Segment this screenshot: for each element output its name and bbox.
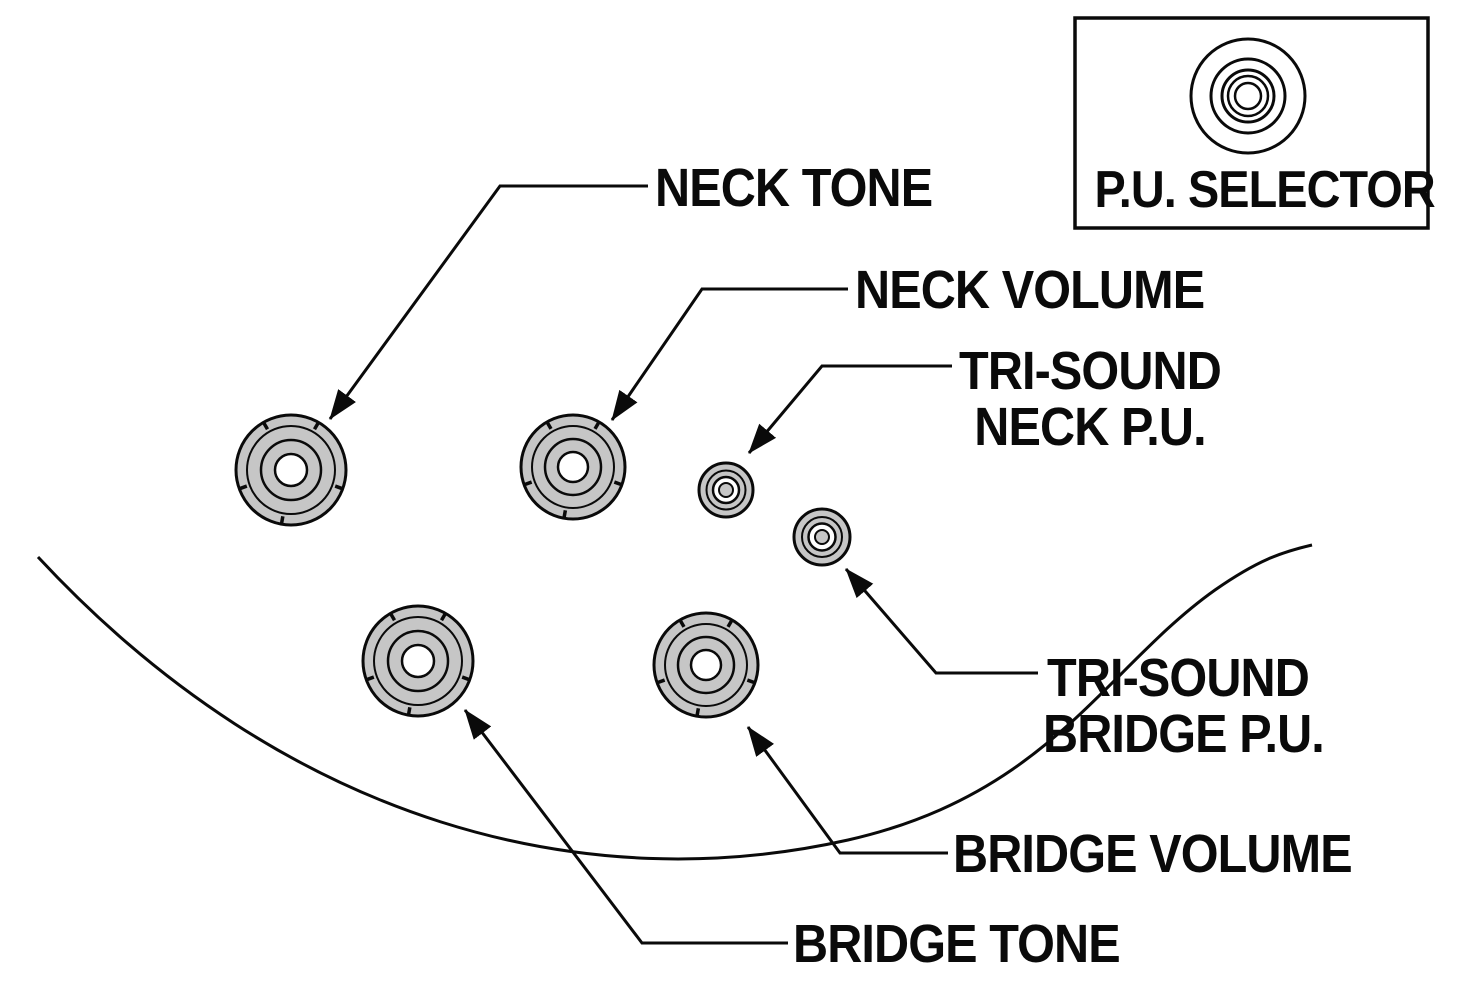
bridge-tone-leader-arrow bbox=[463, 709, 788, 945]
tri-sound-neck-leader-arrow bbox=[747, 364, 952, 454]
guitar-body-outline bbox=[36, 543, 1313, 861]
bridge-tone-label: BRIDGE TONE bbox=[793, 914, 1121, 974]
tri-sound-bridge-leader-arrow bbox=[844, 568, 1038, 675]
bridge-volume-leader-arrow bbox=[746, 726, 948, 855]
tri-sound-neck-label-line2: NECK P.U. bbox=[974, 397, 1206, 458]
bridge-tone-knob bbox=[361, 604, 475, 718]
neck-volume-knob bbox=[519, 413, 627, 521]
tri-sound-bridge-label-line2: BRIDGE P.U. bbox=[1043, 704, 1325, 765]
tri-sound-neck-knob bbox=[697, 461, 755, 519]
neck-volume-label: NECK VOLUME bbox=[855, 260, 1205, 320]
tri-sound-bridge-label: TRI-SOUND BRIDGE P.U. bbox=[1043, 648, 1325, 765]
neck-tone-label: NECK TONE bbox=[655, 158, 933, 218]
pu-selector-label: P.U. SELECTOR bbox=[1094, 161, 1436, 219]
neck-volume-leader-arrow bbox=[610, 287, 848, 421]
pu-selector-knob bbox=[1189, 37, 1307, 155]
tri-sound-bridge-knob bbox=[792, 507, 852, 567]
bridge-volume-label: BRIDGE VOLUME bbox=[953, 824, 1353, 884]
bridge-volume-knob bbox=[652, 611, 760, 719]
tri-sound-neck-label-line1: TRI-SOUND bbox=[959, 341, 1222, 401]
neck-tone-leader-arrow bbox=[328, 184, 648, 420]
tri-sound-bridge-label-line1: TRI-SOUND bbox=[1047, 648, 1310, 708]
tri-sound-neck-label: TRI-SOUND NECK P.U. bbox=[955, 343, 1225, 455]
neck-tone-knob bbox=[234, 413, 348, 527]
